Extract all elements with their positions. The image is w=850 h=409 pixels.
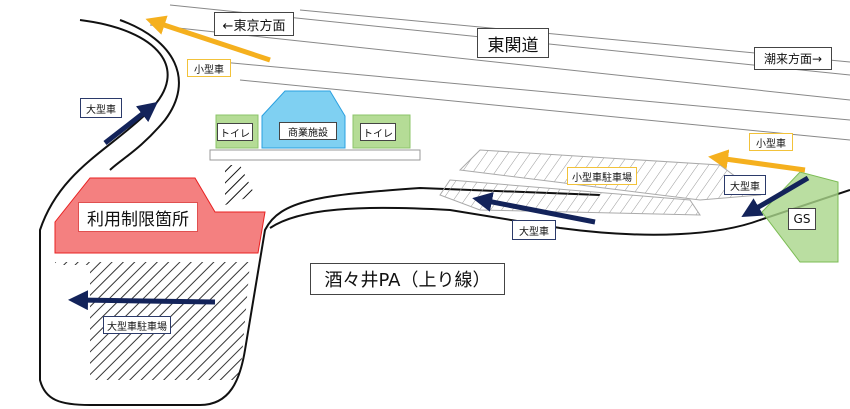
page-title: 酒々井PA（上り線） [310,263,505,295]
large-car-arrow-parking [68,290,216,311]
large-car-label-right: 大型車 [724,175,766,195]
toilet-right-label: トイレ [360,123,396,141]
ramp-roads [39,19,850,406]
highway-lines [149,4,850,141]
large-car-arrow-mid [472,192,596,225]
large-car-parking-label: 大型車駐車場 [103,316,171,334]
small-car-arrow-left [145,15,271,63]
small-car-label-left: 小型車 [187,59,231,77]
small-car-arrow-right [708,149,806,173]
itako-direction-label: 潮来方面→ [754,47,832,70]
restricted-area-label: 利用制限箇所 [78,202,198,232]
small-car-label-right: 小型車 [749,133,793,151]
large-car-arrow-ramp [103,101,158,145]
toilet-left-label: トイレ [217,123,253,141]
highway-name-label: 東関道 [477,28,549,58]
large-car-arrow-right [741,175,810,218]
small-car-parking-label: 小型車駐車場 [567,167,637,185]
commercial-facility-label: 商業施設 [279,122,337,140]
tokyo-direction-label: ←東京方面 [214,12,294,36]
large-car-label-mid: 大型車 [512,220,556,240]
gas-station-label: GS [788,208,816,230]
large-car-label-left: 大型車 [80,98,122,118]
